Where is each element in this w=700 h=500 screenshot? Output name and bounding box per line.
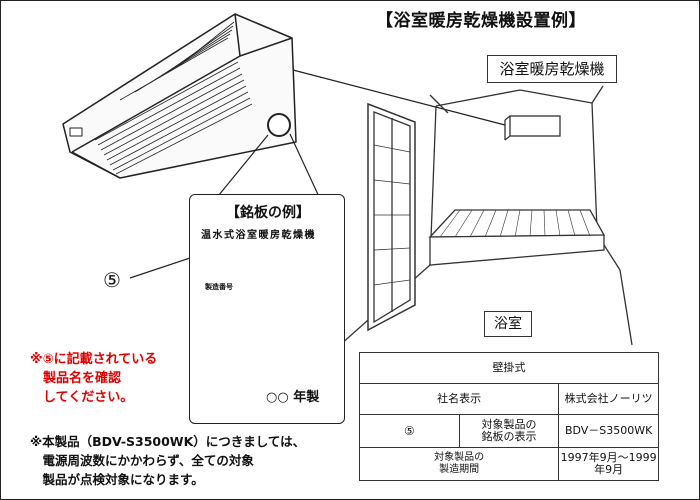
- nameplate-example: [189, 194, 345, 424]
- spec-maker-value: 株式会社ノーリツ: [558, 383, 659, 415]
- nameplate-title: 【銘板の例】: [226, 205, 310, 221]
- page-title: 【浴室暖房乾燥機設置例】: [376, 11, 586, 31]
- spec-model-value: BDV－S3500WK: [558, 414, 659, 448]
- note-check-product-name: ※⑤に記載されている 製品名を確認 してください。: [30, 352, 158, 405]
- spec-mark: ⑤: [359, 414, 460, 448]
- spec-model-label: 対象製品の 銘板の表示: [458, 414, 560, 448]
- callout-number: ⑤: [103, 268, 121, 292]
- bathroom-label-box: 浴室: [484, 311, 532, 337]
- spec-type-header: 壁掛式: [359, 352, 659, 384]
- unit-label-box: 浴室暖房乾燥機: [487, 55, 617, 83]
- spec-period-value: 1997年9月～1999年9月: [558, 447, 659, 481]
- spec-maker-label: 社名表示: [358, 383, 560, 415]
- spec-table: 壁掛式 社名表示 株式会社ノーリツ ⑤ 対象製品の 銘板の表示 BDV－S350…: [358, 352, 659, 481]
- nameplate-header: 温水式浴室暖房乾燥機: [201, 230, 316, 241]
- nameplate-serial-label: 製造番号: [205, 283, 233, 291]
- wall-unit-illustration: [62, 13, 297, 179]
- nameplate-year: ○○ 年製: [266, 390, 320, 405]
- spec-period-label: 対象製品の 製造期間: [358, 447, 560, 481]
- bathroom-illustration: [339, 85, 633, 346]
- nameplate-location-circle: [267, 113, 291, 137]
- note-inspection-target: ※本製品（BDV-S3500WK）につきましては、 電源周波数にかかわらず、全て…: [30, 434, 306, 487]
